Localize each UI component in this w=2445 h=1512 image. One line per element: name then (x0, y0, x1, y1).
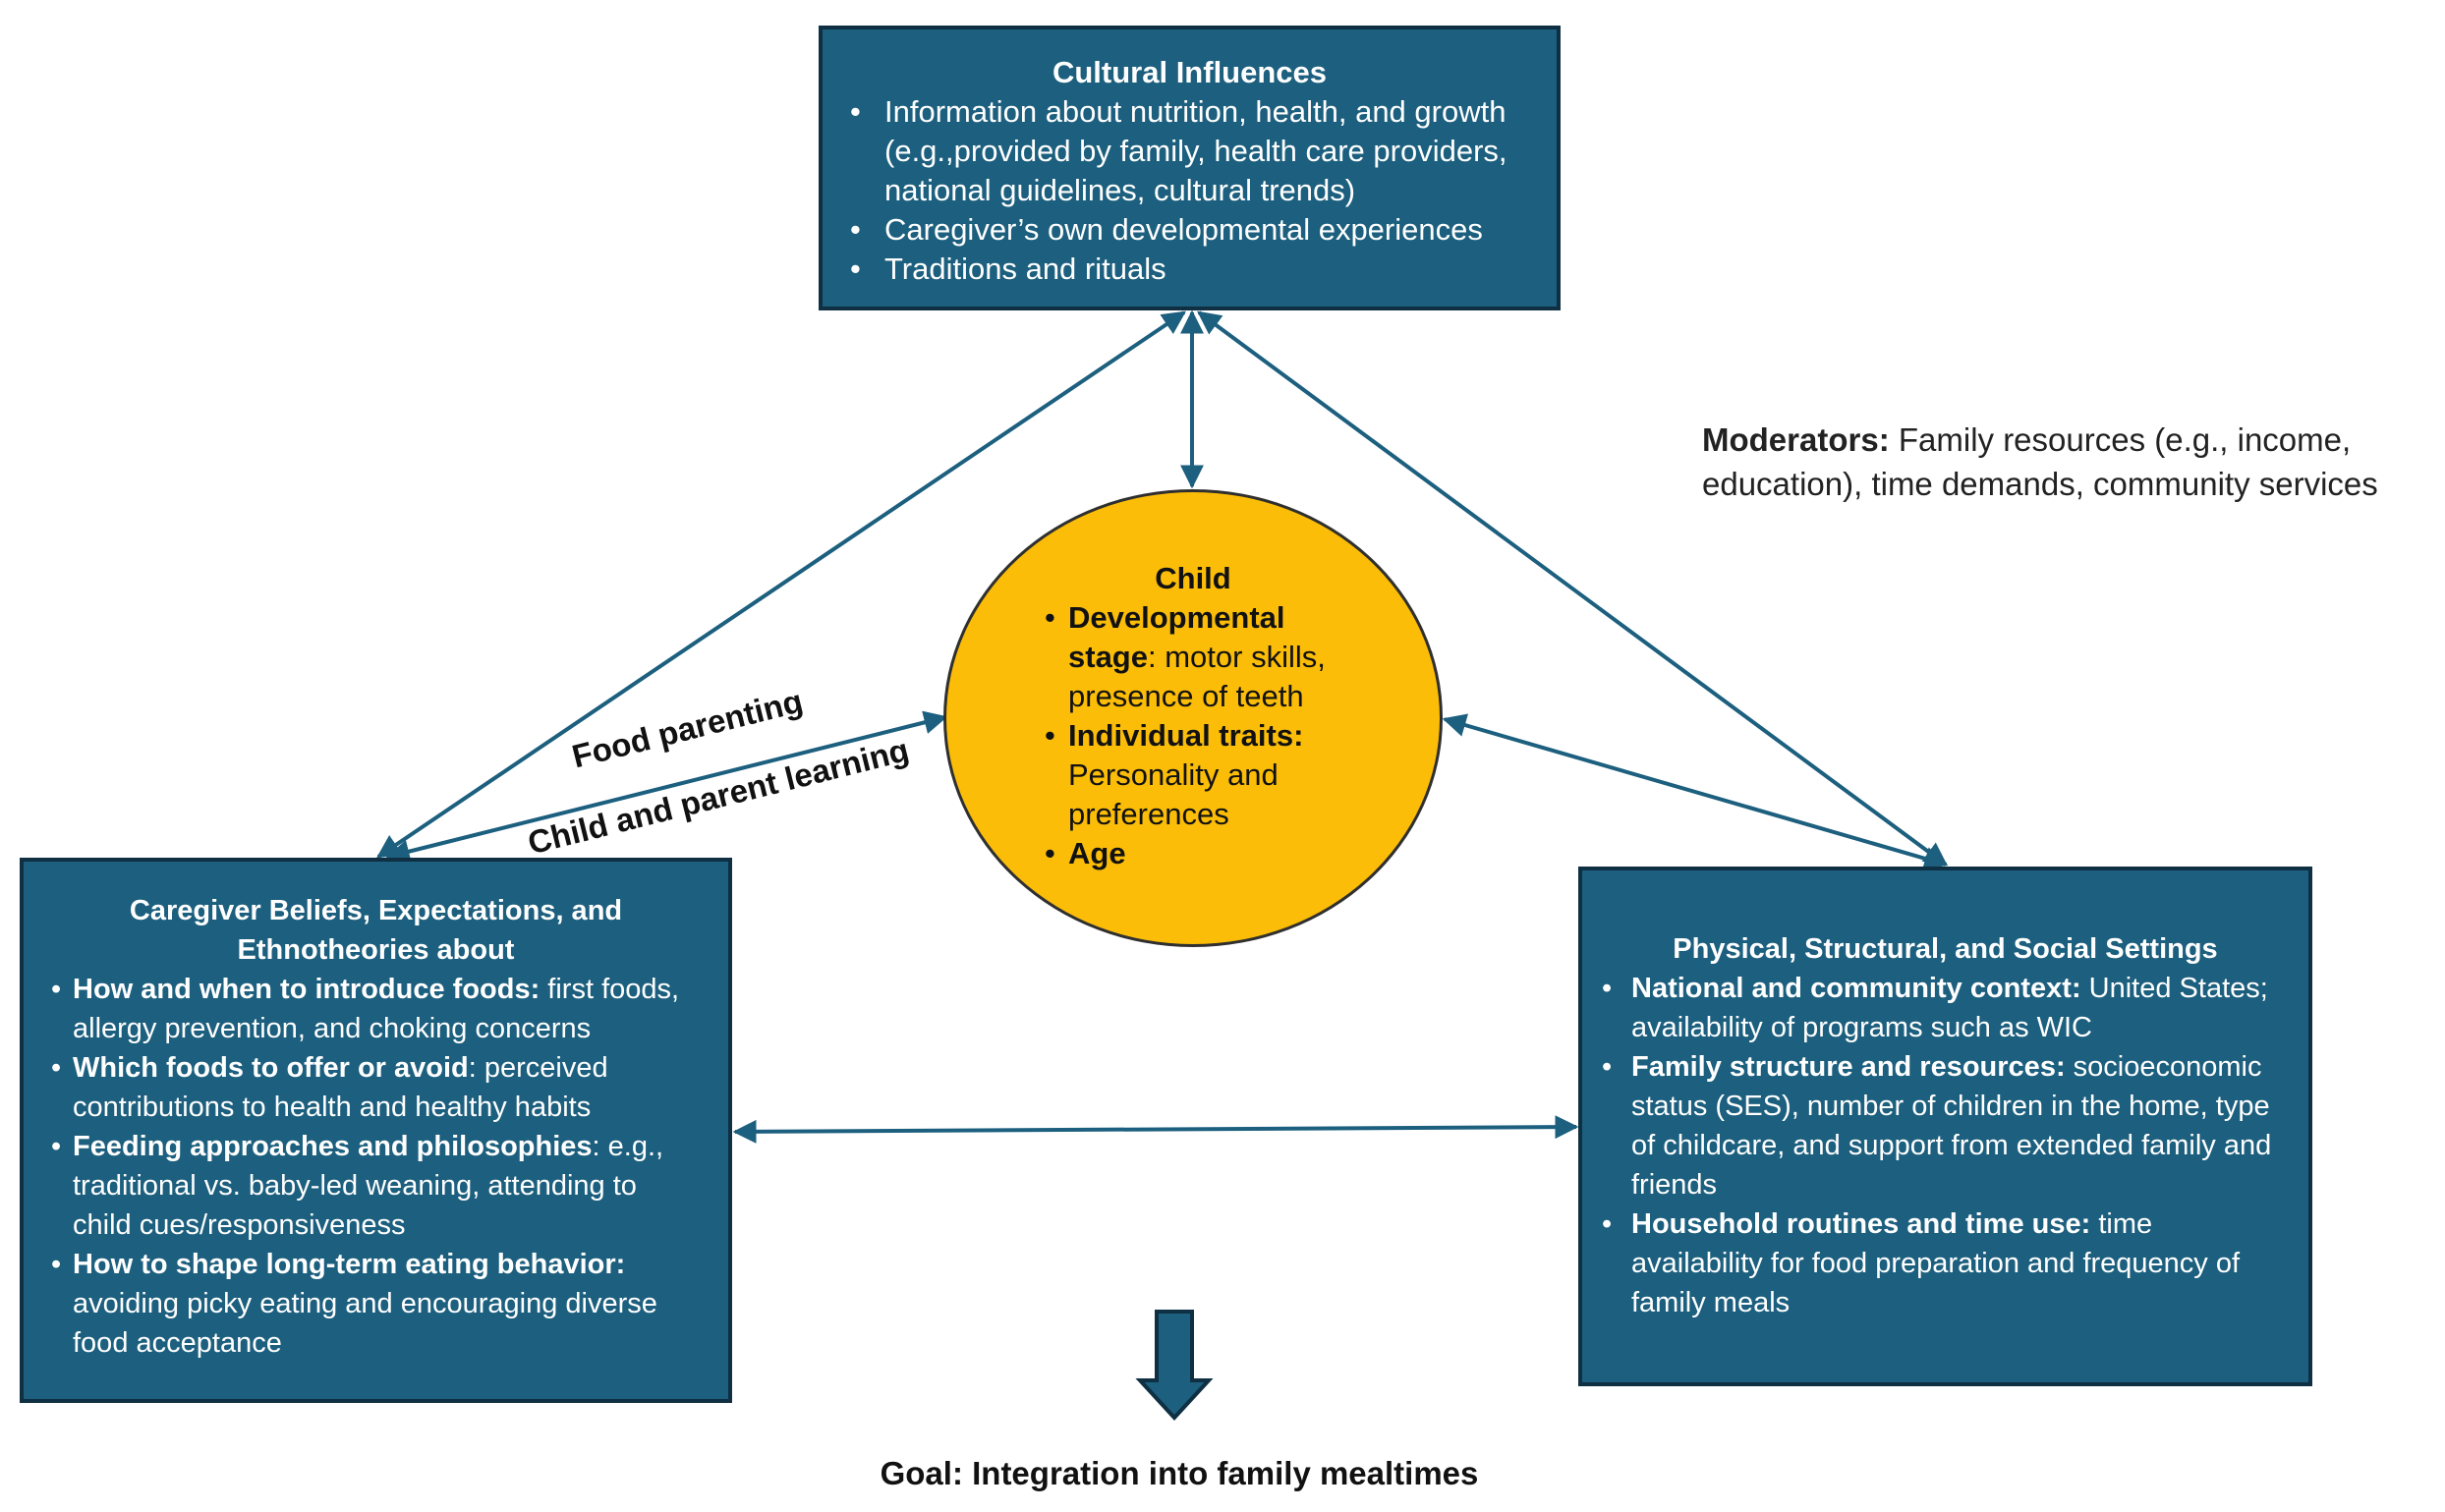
list-item-text: : e.g., traditional vs. baby-led weaning… (73, 1131, 664, 1241)
list-item: Developmental stage: motor skills, prese… (1045, 598, 1371, 716)
settings-list: National and community context: United S… (1602, 969, 2289, 1322)
list-item-bold: How to shape long-term eating behavior: (73, 1249, 626, 1280)
list-item: Family structure and resources: socioeco… (1602, 1047, 2289, 1204)
list-item-bold: Which foods to offer or avoid (73, 1052, 469, 1084)
moderators-text: Family resources (e.g., income, educatio… (1702, 421, 2378, 502)
list-item: Caregiver’s own developmental experience… (850, 210, 1529, 250)
arrow-child-settings (1442, 713, 1949, 870)
list-item-text: United States; availability of programs … (1631, 973, 2268, 1043)
list-item: Which foods to offer or avoid: perceived… (51, 1048, 701, 1127)
list-item-bold: Individual traits: (1068, 718, 1304, 753)
list-item-text: : motor skills, presence of teeth (1068, 640, 1326, 713)
list-item-bold: How and when to introduce foods: (73, 974, 540, 1005)
list-item-text: Personality and preferences (1068, 757, 1279, 831)
caregiver-beliefs-box: Caregiver Beliefs, Expectations, and Eth… (20, 858, 732, 1403)
list-item-bold: Developmental stage (1068, 600, 1285, 674)
list-item-bold: Age (1068, 836, 1126, 870)
list-item-text: socioeconomic status (SES), number of ch… (1631, 1051, 2272, 1201)
goal-label: Goal: Integration into family mealtimes (880, 1455, 1479, 1491)
list-item: National and community context: United S… (1602, 969, 2289, 1047)
list-item-bold: Family structure and resources: (1631, 1051, 2066, 1083)
list-item-text: : perceived contributions to health and … (73, 1052, 608, 1123)
list-item-text: first foods, allergy prevention, and cho… (73, 974, 680, 1044)
cultural-influences-box: Cultural Influences Information about nu… (819, 26, 1561, 310)
list-item: Traditions and rituals (850, 250, 1529, 289)
arrow-caregiver-child (385, 710, 948, 864)
child-circle: Child Developmental stage: motor skills,… (943, 489, 1443, 947)
moderators-note: Moderators: Family resources (e.g., inco… (1702, 418, 2429, 506)
list-item: How and when to introduce foods: first f… (51, 970, 701, 1048)
list-item-bold: Feeding approaches and philosophies (73, 1131, 593, 1162)
list-item-bold: Household routines and time use: (1631, 1208, 2091, 1240)
list-item: Individual traits: Personality and prefe… (1045, 716, 1371, 834)
list-item: How to shape long-term eating behavior: … (51, 1245, 701, 1363)
list-item: Information about nutrition, health, and… (850, 92, 1529, 210)
cultural-influences-list: Information about nutrition, health, and… (850, 92, 1529, 289)
list-item-text: time availability for food preparation a… (1631, 1208, 2241, 1318)
settings-title: Physical, Structural, and Social Setting… (1673, 933, 2218, 965)
child-list: Developmental stage: motor skills, prese… (1045, 598, 1371, 873)
list-item-bold: National and community context: (1631, 973, 2081, 1004)
list-item-text: avoiding picky eating and encouraging di… (73, 1288, 657, 1359)
caregiver-beliefs-title: Caregiver Beliefs, Expectations, and Eth… (129, 895, 623, 966)
settings-box: Physical, Structural, and Social Setting… (1578, 867, 2312, 1386)
cultural-influences-title: Cultural Influences (1052, 55, 1328, 89)
child-title: Child (1155, 561, 1231, 595)
down-arrow-goal (1135, 1310, 1214, 1421)
list-item: Age (1045, 834, 1371, 873)
list-item: Feeding approaches and philosophies: e.g… (51, 1127, 701, 1245)
arrow-caregiver-settings (732, 1115, 1579, 1144)
moderators-label: Moderators: (1702, 421, 1890, 458)
caregiver-beliefs-list: How and when to introduce foods: first f… (51, 970, 701, 1363)
list-item: Household routines and time use: time av… (1602, 1204, 2289, 1322)
